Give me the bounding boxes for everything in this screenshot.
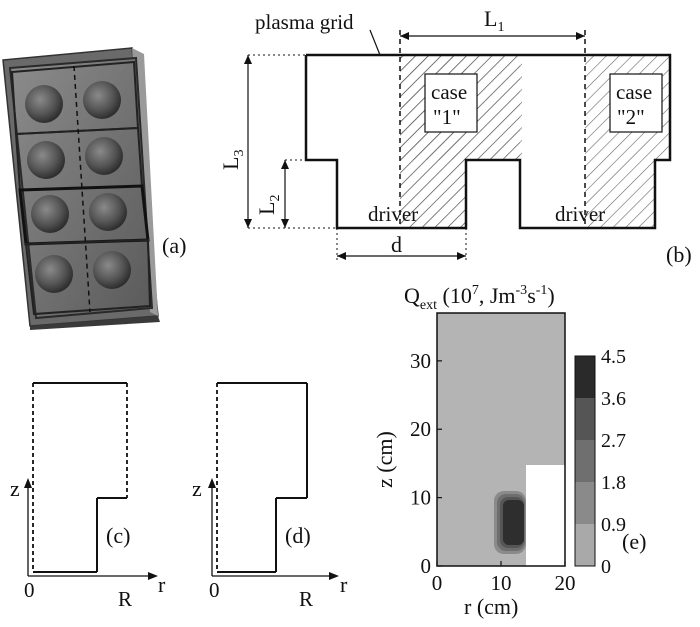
colorbar-band: [575, 440, 595, 482]
y-tick-label: 20: [410, 417, 431, 441]
case-2-word: case: [616, 80, 652, 104]
colorbar-tick-label: 0: [601, 556, 611, 578]
excluded-region: [526, 465, 565, 566]
y-axis-label: z (cm): [372, 431, 397, 488]
y-tick-label: 10: [410, 486, 431, 510]
L2-label: L2: [254, 195, 283, 215]
case-2-number: "2": [617, 105, 645, 129]
panel-d-r-axis: r: [340, 572, 348, 597]
panel-c-z-axis: z: [10, 476, 20, 501]
colorbar: 4.5 3.6 2.7 1.8 0.9 0: [574, 346, 626, 578]
panel-label-e: (e): [622, 529, 646, 554]
colorbar-band: [575, 356, 595, 398]
plasma-grid-label: plasma grid: [255, 10, 354, 34]
colorbar-tick-label: 0.9: [601, 514, 626, 536]
driver-label-1: driver: [368, 202, 418, 226]
colorbar-band: [575, 398, 595, 440]
colorbar-frame: [574, 355, 596, 567]
driver-label-2: driver: [555, 202, 605, 226]
panel-c-origin: 0: [24, 578, 35, 602]
colorbar-tick-label: 1.8: [601, 472, 626, 494]
panel-c-R: R: [118, 587, 132, 611]
x-axis-label: r (cm): [464, 594, 518, 619]
panel-a-grid-image: [2, 47, 160, 330]
colorbar-tick-label: 2.7: [601, 430, 626, 452]
panel-label-c: (c): [106, 523, 130, 548]
panel-d-diagram: [208, 382, 339, 580]
panel-e-plot: 0 10 20 0 10 20 30: [410, 312, 576, 595]
contour-core: [503, 500, 524, 545]
colorbar-title: Qext (107, Jm-3s-1): [404, 283, 555, 313]
panel-label-b: (b): [666, 242, 692, 267]
panel-c-r-axis: r: [158, 572, 166, 597]
panel-d-origin: 0: [209, 578, 220, 602]
colorbar-tick-label: 4.5: [601, 346, 626, 368]
L3-label: L3: [218, 150, 247, 170]
d-label: d: [391, 232, 402, 257]
case-1-word: case: [431, 80, 467, 104]
y-tick-label: 0: [421, 554, 432, 578]
x-tick-label: 0: [432, 571, 443, 595]
panel-label-d: (d): [285, 523, 311, 548]
colorbar-band: [575, 482, 595, 524]
x-tick-label: 10: [491, 571, 512, 595]
y-tick-label: 30: [410, 349, 431, 373]
panel-d-R: R: [299, 587, 313, 611]
panel-d-z-axis: z: [192, 476, 202, 501]
panel-c-diagram: [24, 382, 158, 580]
panel-b-diagram: [244, 29, 672, 262]
case-1-number: "1": [433, 105, 461, 129]
x-tick-label: 20: [555, 571, 576, 595]
L1-label: L1: [484, 6, 504, 35]
grid-bump-icons: [25, 81, 131, 293]
colorbar-tick-label: 3.6: [601, 388, 626, 410]
colorbar-band: [575, 524, 595, 566]
panel-label-a: (a): [162, 233, 186, 258]
